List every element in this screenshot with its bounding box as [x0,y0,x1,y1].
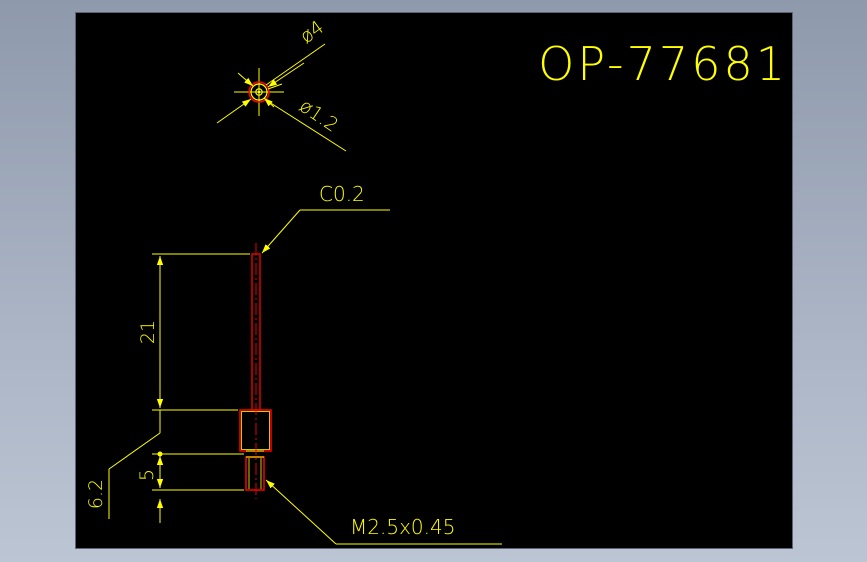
head-length-dimension: 6.2 [85,479,107,509]
front-view: 21 5 6.2 C0.2 M2.5x0.45 [85,182,502,545]
thread-length-dimension: 5 [136,469,158,481]
outer-circle [248,81,270,103]
thread-spec-label: M2.5x0.45 [350,515,455,539]
inner-circle [255,88,263,96]
shaft-length-dimension: 21 [137,320,159,344]
inner-diameter-label: ø1.2 [295,95,342,137]
chamfer-label: C0.2 [319,182,365,206]
cad-drawing-viewport[interactable]: OP-77681 ø4 ø1.2 [76,13,792,548]
drawing-canvas: OP-77681 ø4 ø1.2 [85,16,788,545]
top-view: ø4 ø1.2 [216,16,347,152]
outer-diameter-label: ø4 [296,16,328,48]
pin-head [239,409,272,452]
part-number: OP-77681 [538,37,788,91]
